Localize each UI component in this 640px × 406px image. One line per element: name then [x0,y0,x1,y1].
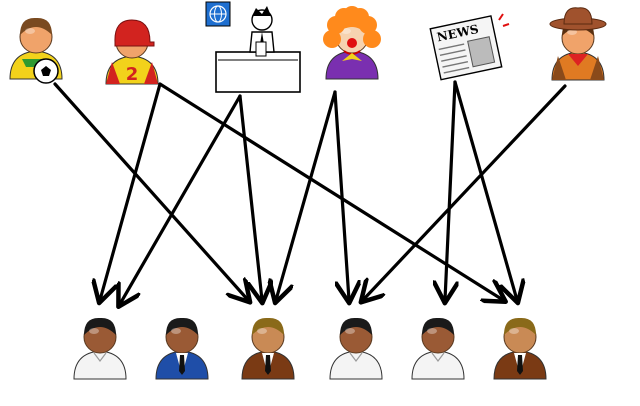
person-white-shirt-icon [411,317,465,380]
arrow-news-anchor-to-person-2 [120,94,242,304]
jersey-number: 2 [126,64,139,85]
arrows-layer [53,80,567,304]
cowboy-icon [549,7,607,81]
arrow-clown-to-person-4 [333,90,349,300]
arrow-clown-to-person-3 [276,90,337,300]
arrow-newspaper-to-person-5 [445,80,455,300]
person-brown-suit-icon [493,317,547,380]
globe-icon [205,1,231,27]
person-brown-suit-icon [241,317,295,380]
arrow-cowboy-to-person-4 [363,84,567,300]
arrow-racing-player-to-person-1 [100,82,162,300]
arrow-soccer-player-to-person-3 [53,82,248,300]
clown-icon [323,6,381,80]
arrow-newspaper-to-person-6 [453,80,517,300]
person-white-shirt-icon [73,317,127,380]
person-blue-suit-icon [155,317,209,380]
person-white-shirt-icon [329,317,383,380]
newspaper-icon: NEWS [429,13,510,81]
arrow-news-anchor-to-person-3 [238,94,262,300]
news-anchor-icon [205,1,301,93]
racing-player-icon: 2 [105,19,159,85]
source-icons-row: 2 NEWS [9,1,607,93]
audience-icons-row [73,317,547,380]
soccer-player-icon [9,17,63,84]
